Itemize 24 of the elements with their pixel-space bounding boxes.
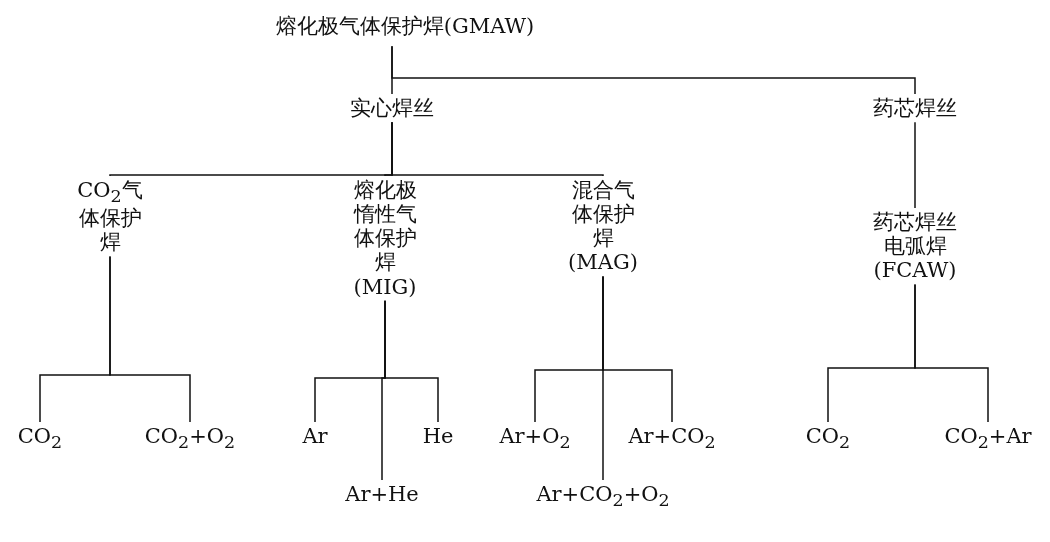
node-label: 药芯焊丝电弧焊(FCAW) — [865, 210, 965, 283]
node-label: 熔化极惰性气体保护焊(MIG) — [347, 178, 423, 299]
connector-line — [391, 45, 916, 95]
connector-line — [109, 255, 191, 423]
node-label: Ar+O$_{2}$ — [499, 424, 571, 453]
node-label: CO$_{2}$ — [805, 424, 851, 453]
node-label: 实心焊丝 — [322, 96, 462, 121]
node-label: 熔化极气体保护焊(GMAW) — [255, 14, 555, 39]
node-label: 药芯焊丝 — [845, 96, 985, 121]
node-label: CO$_{2}$气体保护焊 — [72, 178, 148, 255]
node-label: Ar+CO$_{2}$ — [628, 424, 716, 453]
node-label: Ar — [302, 424, 328, 449]
node-label: He — [422, 424, 454, 449]
node-label: CO$_{2}$+Ar — [944, 424, 1032, 453]
node-label: CO$_{2}$+O$_{2}$ — [144, 424, 236, 453]
node-label: Ar+CO$_{2}$+O$_{2}$ — [536, 482, 670, 511]
node-label: CO$_{2}$ — [17, 424, 63, 453]
node-label: 混合气体保护焊(MAG) — [565, 178, 641, 275]
connector-line — [914, 283, 989, 423]
connector-line — [391, 121, 604, 177]
connector-line — [602, 275, 604, 481]
connector-line — [914, 121, 916, 209]
connector-line — [381, 299, 386, 481]
node-label: Ar+He — [345, 482, 419, 507]
